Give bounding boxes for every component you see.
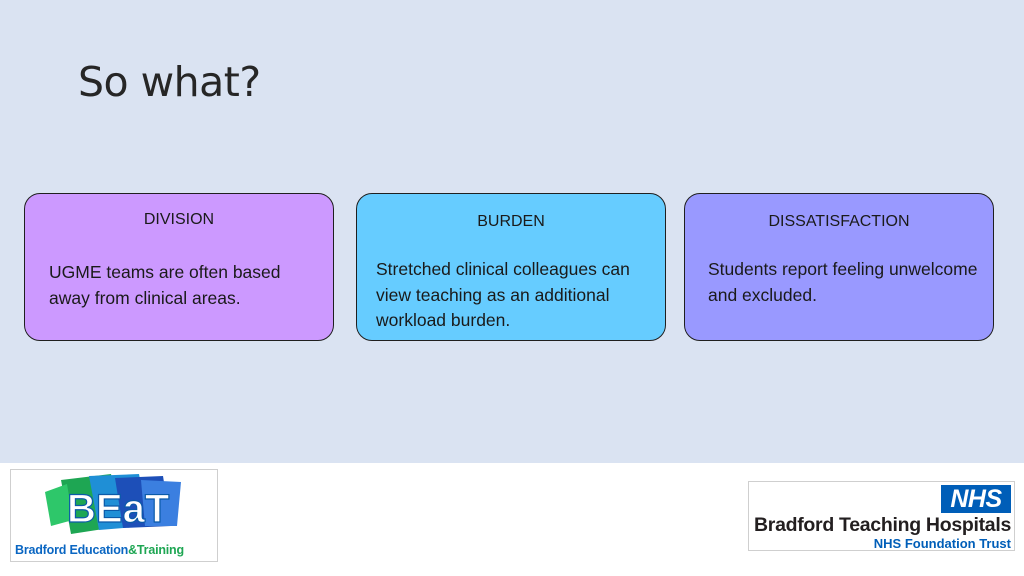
card-heading: DIVISION — [143, 211, 215, 228]
nhs-badge: NHS — [941, 485, 1011, 513]
beat-logo-shape — [45, 484, 73, 526]
card-body: Stretched clinical colleagues can view t… — [376, 259, 630, 330]
beat-logo-shape — [141, 480, 181, 526]
card-heading: DISSATISFACTION — [768, 213, 910, 230]
nhs-logo: NHS Bradford Teaching Hospitals NHS Foun… — [748, 481, 1015, 551]
card-dissatisfaction: DISSATISFACTION Students report feeling … — [684, 193, 994, 341]
card-burden: BURDEN Stretched clinical colleagues can… — [356, 193, 666, 341]
card-division: DIVISION UGME teams are often based away… — [24, 193, 334, 341]
nhs-trust-name: NHS Foundation Trust — [873, 536, 1011, 551]
slide-title: So what? — [78, 58, 261, 106]
card-body: Students report feeling unwelcome and ex… — [708, 259, 978, 305]
card-body: UGME teams are often based away from cli… — [49, 262, 281, 308]
card-heading: BURDEN — [477, 213, 545, 230]
beat-logo-text: BEaT — [67, 487, 169, 531]
beat-logo-caption: Bradford Education&Training — [15, 543, 184, 557]
beat-logo-mark: BEaT — [45, 474, 181, 534]
nhs-organisation-name: Bradford Teaching Hospitals — [754, 514, 1011, 536]
beat-logo: BEaT Bradford Education&Training — [10, 469, 218, 562]
